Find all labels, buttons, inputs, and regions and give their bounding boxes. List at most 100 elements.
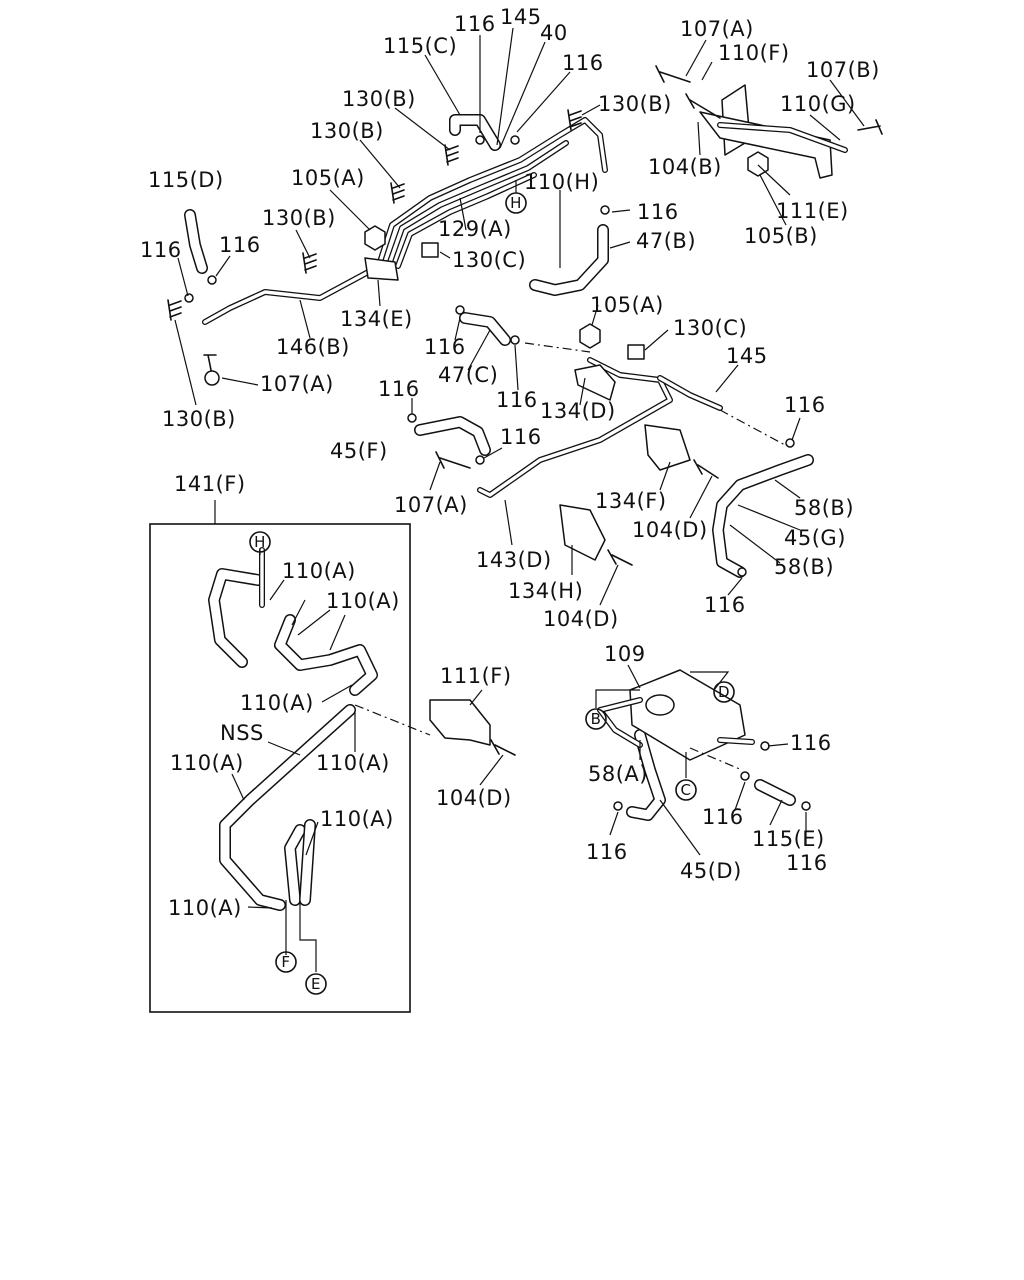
svg-text:E: E [311,975,321,993]
part-label: 116 [140,238,182,262]
part-label: 110(A) [316,751,390,775]
part-label: 130(C) [673,316,747,340]
part-label: 58(A) [588,762,648,786]
bracket-134h [559,504,606,561]
part-label: 105(A) [291,166,365,190]
part-label: 107(A) [394,493,468,517]
part-label: 111(E) [776,199,849,223]
part-label: 110(F) [718,41,790,65]
hose-115e [754,779,796,806]
svg-text:B: B [591,710,602,728]
part-label: 107(A) [680,17,754,41]
part-label: 116 [500,425,542,449]
part-label: 116 [790,731,832,755]
part-label: 115(C) [383,34,457,58]
part-label: 58(B) [774,555,834,579]
part-label: 105(B) [744,224,818,248]
part-label: 130(C) [452,248,526,272]
part-label: 104(D) [436,786,512,810]
callout-h-upper: H [505,192,527,214]
part-label: 130(B) [310,119,384,143]
part-label: 145 [500,5,542,29]
part-label: 109 [604,642,646,666]
part-label: 107(A) [260,372,334,396]
part-label: 45(G) [784,526,846,550]
hose-115c [449,114,501,151]
part-label: 111(F) [440,664,512,688]
part-label: 116 [786,851,828,875]
part-label: 110(H) [524,170,599,194]
svg-text:H: H [510,194,522,212]
part-label: 130(B) [342,87,416,111]
pipe-146b [202,267,375,325]
part-label: 116 [454,12,496,36]
part-label: 116 [637,200,679,224]
part-label: 116 [784,393,826,417]
part-label: 130(B) [162,407,236,431]
part-label: 110(G) [780,92,856,116]
part-labels: 116 145 40 115(C) 116 130(B) 130(B) 130(… [140,5,879,920]
part-label: 110(A) [168,896,242,920]
part-label: 116 [496,388,538,412]
hose-47b [529,224,609,296]
part-label: 115(E) [752,827,825,851]
part-label: 110(A) [240,691,314,715]
part-label: 105(A) [590,293,664,317]
hose-45g [712,454,814,578]
part-label: 110(A) [326,589,400,613]
part-label: 47(C) [438,363,498,387]
hose-47c [459,312,511,346]
part-label: 115(D) [148,168,224,192]
svg-text:C: C [681,781,692,799]
part-label: 104(B) [648,155,722,179]
part-label: 110(A) [282,559,356,583]
part-label: 134(E) [340,307,413,331]
part-label: 104(D) [543,607,619,631]
hose-115d [184,209,208,274]
part-label: 141(F) [174,472,246,496]
connection-lines [354,342,786,771]
part-label: 116 [562,51,604,75]
part-label: 130(B) [262,206,336,230]
part-label: 110(A) [170,751,244,775]
part-label: 130(B) [598,92,672,116]
part-label: 116 [378,377,420,401]
part-label: 45(D) [680,859,742,883]
bracket-111e [699,84,848,179]
callout-h-inset: H [249,531,271,553]
pipe-129a [377,117,608,269]
svg-text:D: D [718,683,730,701]
part-label: 58(B) [794,496,854,520]
clip-130c [421,242,645,360]
part-label: 145 [726,344,768,368]
part-label: 40 [540,21,568,45]
part-label: 104(D) [632,518,708,542]
bracket-111f [429,699,491,746]
part-label: 134(F) [595,489,667,513]
bracket-134f [644,424,691,471]
callout-b: B [585,708,607,730]
bolt-107 [203,65,883,469]
svg-text:F: F [281,953,290,971]
part-label: 129(A) [438,217,512,241]
part-label: 116 [702,805,744,829]
bracket-134e [364,257,399,281]
callout-e: E [305,973,327,995]
hose-45f [414,416,491,456]
pipe-141f [208,547,378,911]
part-label: 116 [219,233,261,257]
part-label: 134(H) [508,579,583,603]
part-label: 45(F) [330,439,388,463]
clamp-116 [184,135,811,811]
leader-lines [174,27,865,972]
callout-d: D [713,681,735,703]
svg-text:H: H [254,533,266,551]
part-label: 146(B) [276,335,350,359]
part-label: 116 [424,335,466,359]
part-label: NSS [220,721,264,745]
part-label: 134(D) [540,399,616,423]
bracket-134d [574,364,616,401]
callout-c: C [675,779,697,801]
part-label: 47(B) [636,229,696,253]
